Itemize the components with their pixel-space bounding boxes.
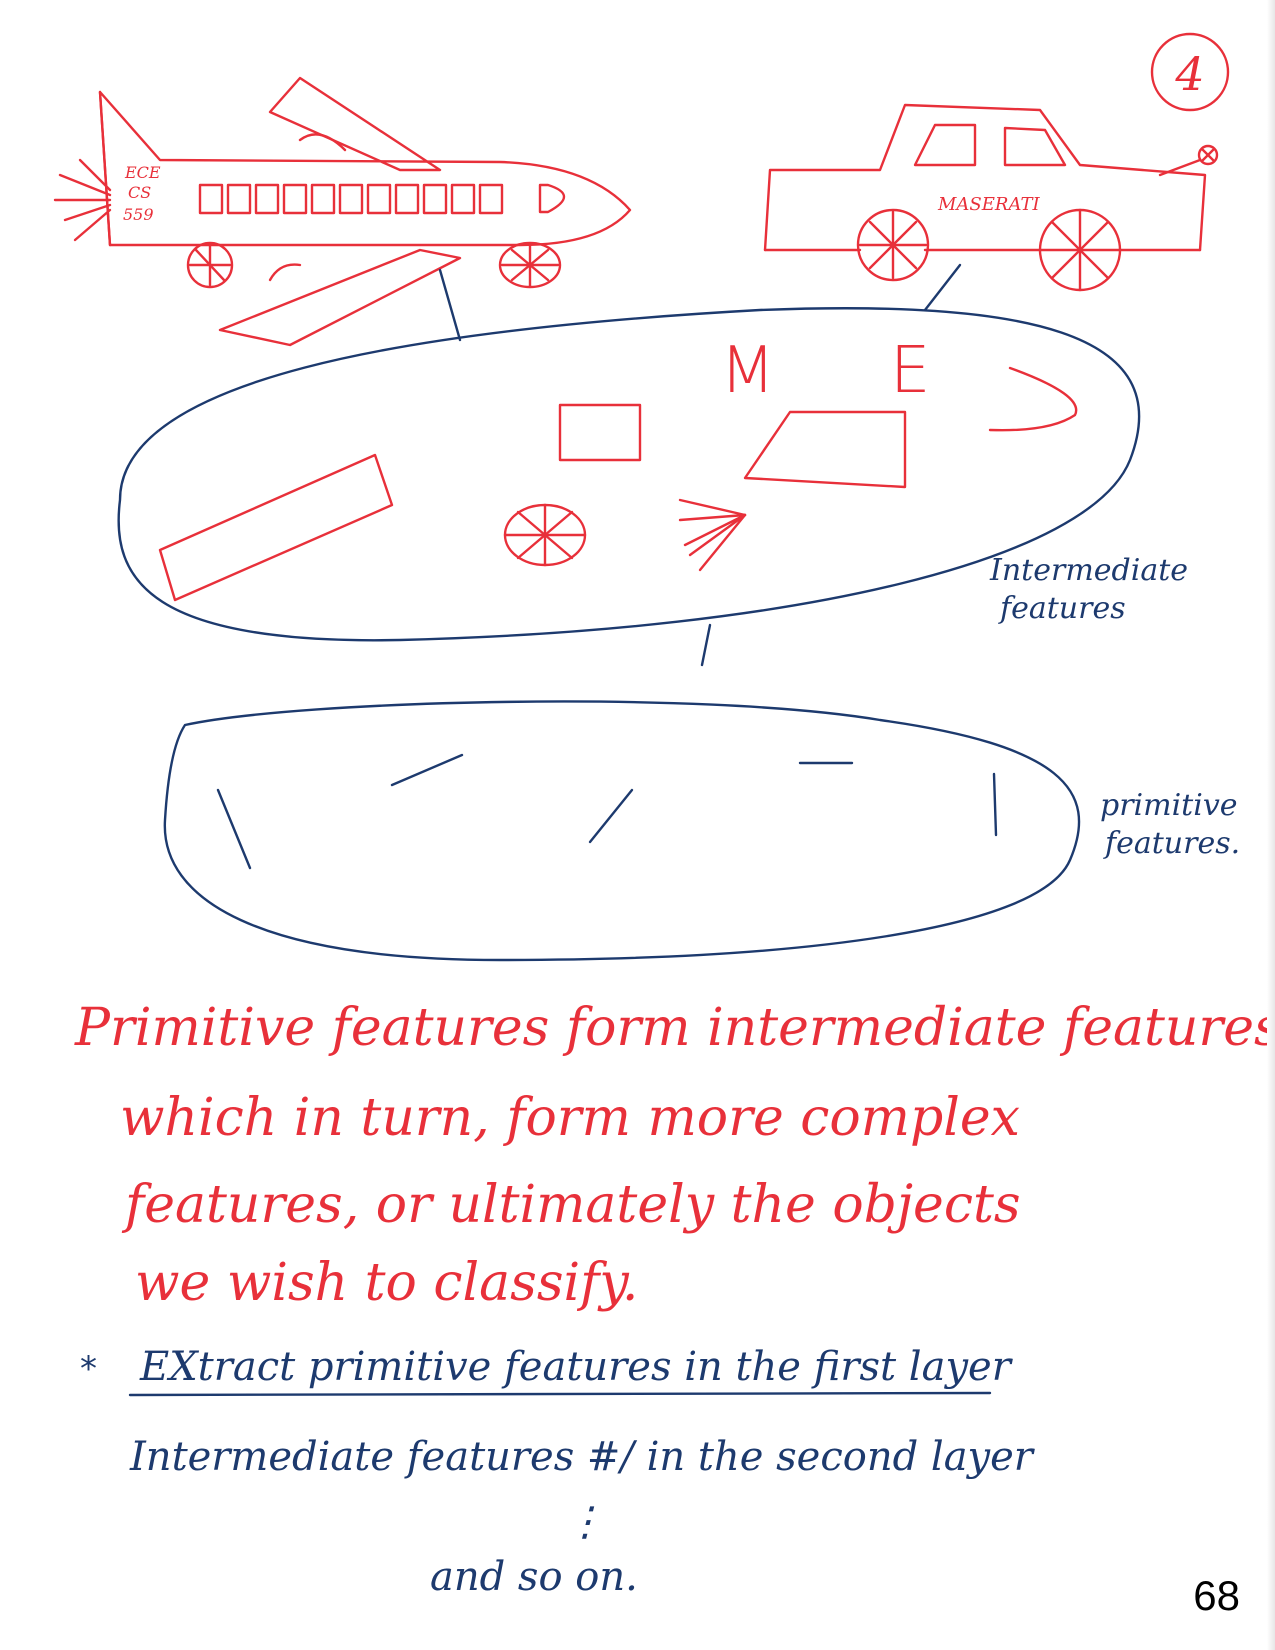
feature-window bbox=[558, 403, 642, 462]
tail-text-3: 559 bbox=[123, 205, 154, 224]
red-note-line-1: Primitive features form intermediate fea… bbox=[74, 998, 1275, 1058]
red-note-line-3: features, or ultimately the objects bbox=[121, 1175, 1021, 1235]
red-note-line-4: we wish to classify. bbox=[135, 1253, 638, 1313]
intermediate-layer: M E Intermediate features bbox=[117, 307, 1188, 642]
connector-layers bbox=[700, 623, 712, 667]
feature-windshield bbox=[743, 410, 907, 489]
blue-note-ellipsis: ⋮ bbox=[565, 1499, 605, 1545]
red-note-line-2: which in turn, form more complex bbox=[120, 1088, 1020, 1148]
tail-text-1: ECE bbox=[124, 163, 161, 182]
tail-text-2: CS bbox=[128, 183, 151, 202]
intermediate-label-line-2: features bbox=[998, 591, 1126, 626]
primitive-stroke-3 bbox=[588, 788, 634, 844]
scan-edge bbox=[1267, 0, 1275, 1650]
intermediate-letter-m: M bbox=[720, 334, 775, 408]
feature-wing bbox=[158, 453, 394, 602]
corner-number-text: 4 bbox=[1174, 47, 1204, 101]
car-brand-text: MASERATI bbox=[937, 194, 1040, 215]
feature-exhaust bbox=[678, 498, 747, 572]
red-notes: Primitive features form intermediate fea… bbox=[74, 998, 1275, 1313]
blue-notes: * EXtract primitive features in the firs… bbox=[80, 1344, 1036, 1600]
corner-number: 4 bbox=[1150, 32, 1230, 112]
intermediate-letter-e: E bbox=[890, 334, 930, 408]
connector-car bbox=[923, 263, 962, 312]
underline bbox=[128, 1391, 992, 1397]
airplane-sketch: ECE CS 559 bbox=[53, 76, 632, 347]
car-sketch: MASERATI bbox=[763, 103, 1219, 292]
primitive-stroke-2 bbox=[390, 753, 464, 787]
bullet-star: * bbox=[80, 1349, 97, 1389]
feature-nose bbox=[988, 366, 1078, 432]
primitive-stroke-1 bbox=[216, 788, 252, 870]
intermediate-label-line-1: Intermediate bbox=[989, 553, 1188, 588]
blue-note-line-3: and so on. bbox=[430, 1554, 638, 1600]
blue-note-line-1: EXtract primitive features in the first … bbox=[139, 1344, 1014, 1390]
primitive-layer: primitive features. bbox=[163, 700, 1240, 962]
page-number: 68 bbox=[1193, 1572, 1240, 1619]
primitive-label-line-1: primitive bbox=[1100, 788, 1238, 823]
primitive-stroke-5 bbox=[992, 772, 998, 837]
primitive-label-line-2: features. bbox=[1103, 826, 1240, 861]
blue-note-line-2: Intermediate features #/ in the second l… bbox=[129, 1434, 1036, 1480]
connector-airplane bbox=[438, 268, 462, 342]
